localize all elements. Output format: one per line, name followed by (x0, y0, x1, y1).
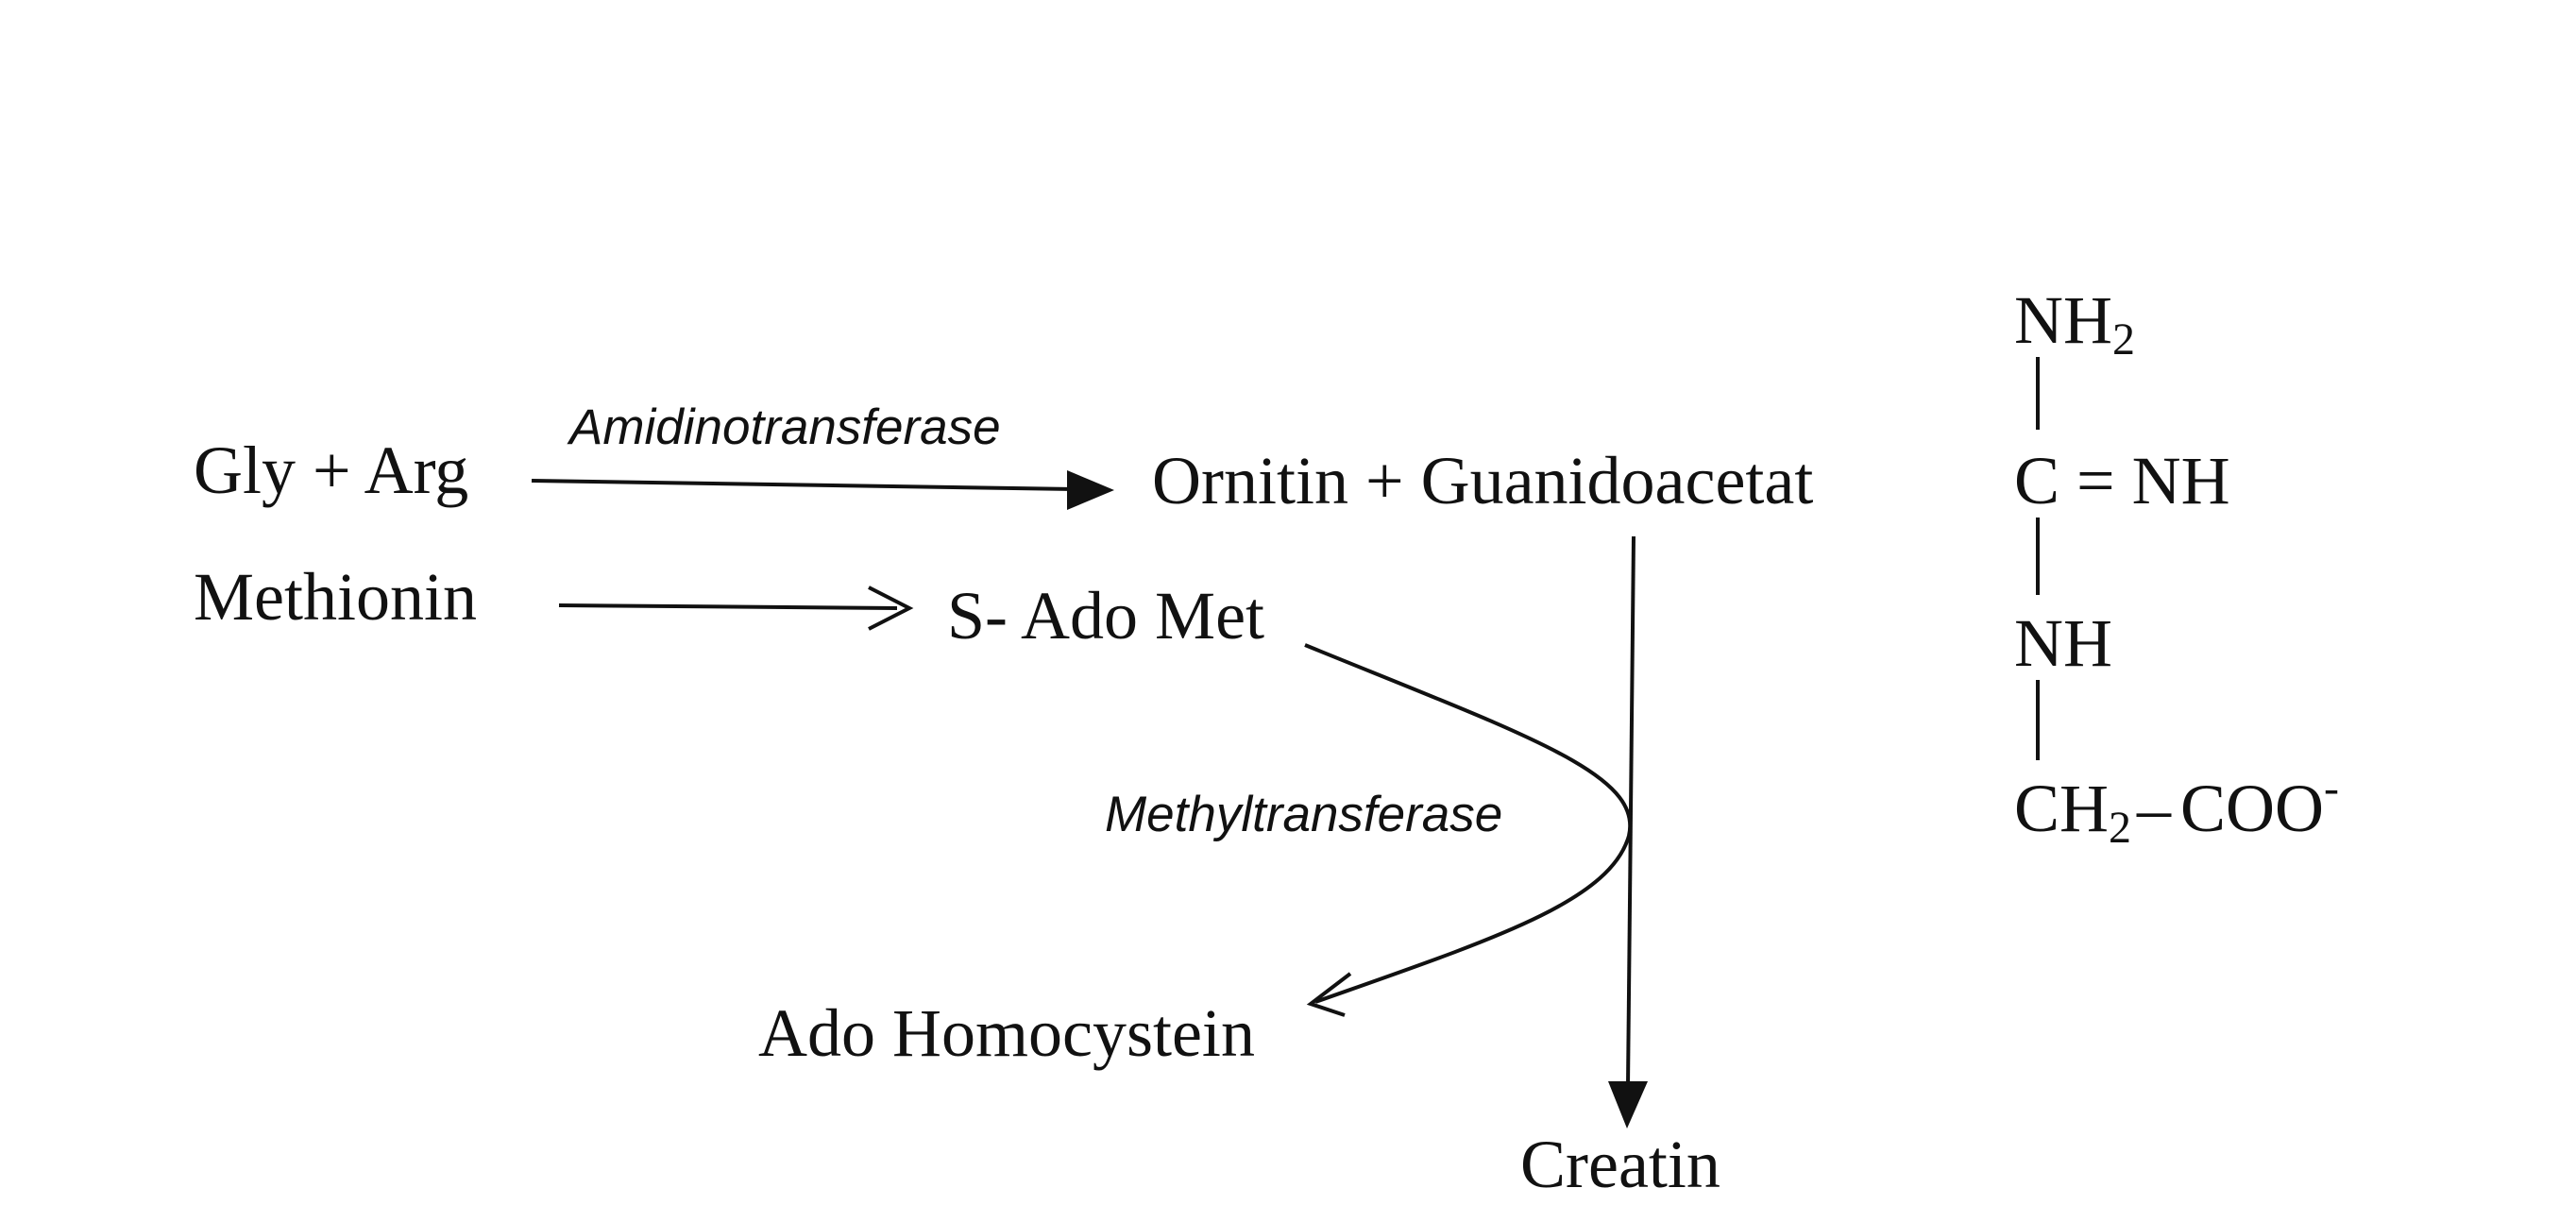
product-creatin: Creatin (1520, 1127, 1720, 1202)
byproduct-ado-homocystein: Ado Homocystein (758, 995, 1255, 1071)
arrow-to-creatin (1608, 535, 1648, 1129)
open-arrow-head-icon (868, 586, 914, 631)
structure-nh2: NH2 (2014, 282, 2135, 365)
open-arrow-head-icon (1306, 972, 1352, 1017)
reactant-methionin: Methionin (194, 559, 477, 635)
arrow-shaft (1626, 535, 1635, 1087)
structure-nh: NH (2014, 605, 2112, 681)
arrow-head-icon (1067, 470, 1114, 510)
products-ornitin-guanidoacetat: Ornitin + Guanidoacetat (1152, 443, 1813, 518)
guanidoacetate-structure: NH2 C = NH NH CH2–COO- (2014, 282, 2339, 853)
structure-ch2-coo: CH2–COO- (2014, 763, 2339, 853)
arrow-shaft (531, 479, 1076, 491)
arrow-methionin (558, 586, 914, 631)
reactants-gly-arg: Gly + Arg (194, 433, 468, 508)
enzyme-amidinotransferase: Amidinotransferase (567, 399, 1001, 455)
arrow-head-icon (1608, 1081, 1648, 1129)
arrow-shaft (558, 603, 898, 610)
structure-c-nh: C = NH (2014, 443, 2230, 518)
product-s-ado-met: S- Ado Met (947, 578, 1264, 653)
arrow-amidinotransferase (531, 470, 1114, 510)
enzyme-methyltransferase: Methyltransferase (1105, 787, 1502, 842)
